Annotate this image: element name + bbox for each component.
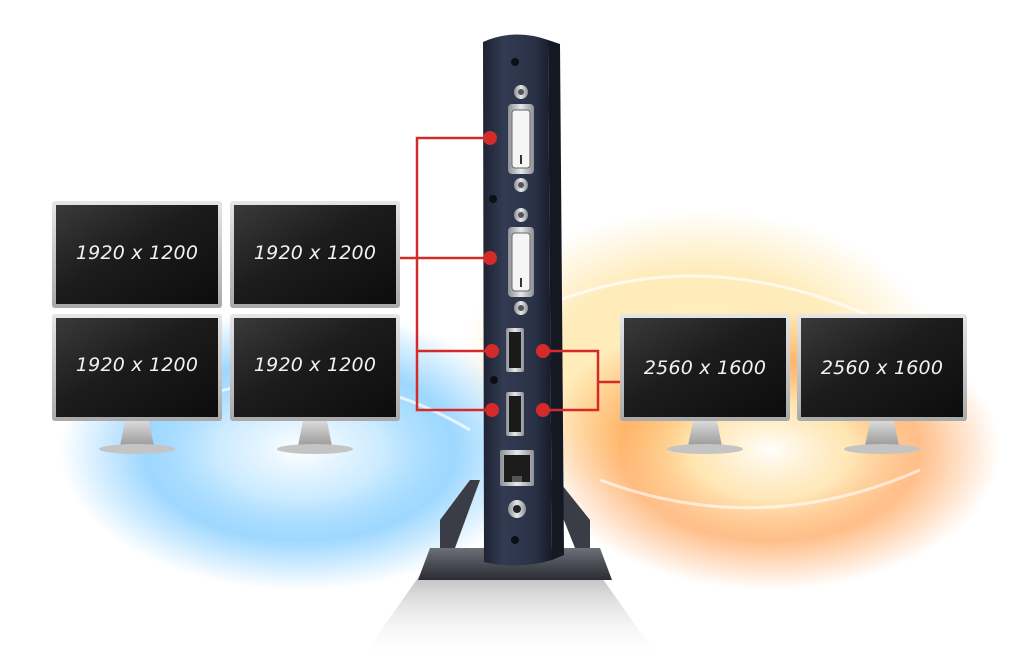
monitor-left-top-1 [52,201,222,308]
monitor-right-2 [797,314,967,454]
displayport-1 [506,328,524,372]
connector-lines-left [400,136,490,412]
monitor-label-left-bottom-2: 1920 x 1200 [253,354,377,376]
displayport-2 [506,392,524,436]
monitor-left-bottom-2 [230,314,400,454]
connector-dots [483,131,550,417]
dvi-port-1 [508,85,534,192]
monitor-label-left-top-1: 1920 x 1200 [75,242,199,264]
monitor-right-1 [620,314,790,454]
monitor-label-right-2: 2560 x 1600 [820,357,944,379]
monitor-left-bottom-1 [52,314,222,454]
connector-lines-right [543,349,620,412]
floor-shadow [360,575,660,660]
monitor-left-top-2 [230,201,400,308]
ethernet-port [500,450,534,486]
power-port [508,500,526,518]
monitor-label-left-top-2: 1920 x 1200 [253,242,377,264]
monitor-label-left-bottom-1: 1920 x 1200 [75,354,199,376]
monitor-label-right-1: 2560 x 1600 [643,357,767,379]
dvi-port-2 [508,208,534,315]
docking-device [483,34,564,566]
